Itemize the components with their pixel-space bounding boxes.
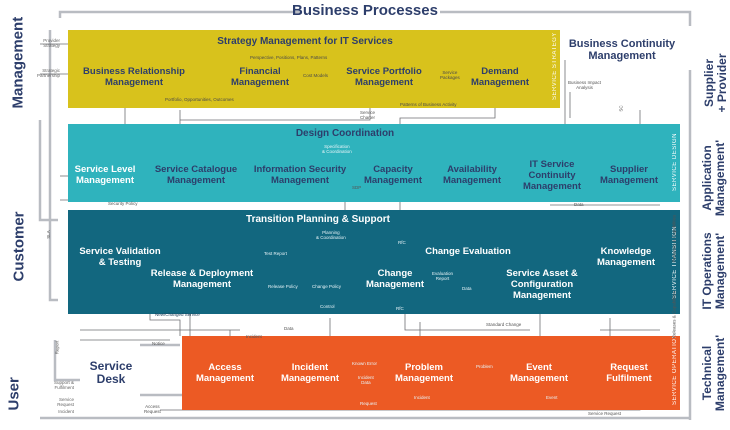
service-design-band: SERVICE DESIGN — [68, 124, 680, 202]
note-notice: Notice — [152, 341, 165, 346]
business-continuity-management: Business Continuity Management — [568, 38, 676, 62]
service-asset-configuration-management-process: Service Asset & Configuration Management — [506, 268, 578, 301]
note-patterns-of-business-activity: Patterns of Business Activity — [400, 102, 457, 107]
note-service-charter: Service Charter — [360, 110, 376, 120]
note-evaluation-report: Evaluation Report — [432, 271, 454, 281]
technical-management-label: Technical Management' — [700, 334, 727, 412]
customer-label: Customer — [10, 211, 28, 282]
note-portfolio-opportunities: Portfolio, Opportunities, Outcomes — [165, 97, 234, 102]
note-incident-op: Incident — [414, 395, 430, 400]
note-service-request-op: Service Request — [588, 411, 622, 416]
service-catalogue-management-process: Service Catalogue Management — [154, 164, 238, 186]
demand-management-process: Demand Management — [470, 66, 530, 88]
note-new-changed-service: New/Changed Service — [155, 312, 200, 317]
note-incident-bottom: Incident — [246, 334, 262, 339]
strategy-management-process: Strategy Management for IT Services — [217, 36, 393, 47]
note-data-right: Data — [574, 202, 584, 207]
note-control: Control — [320, 304, 335, 309]
note-provider-strategy: Provider Strategy — [43, 38, 60, 48]
note-releases-capabilities-top: Releases & Capabilities — [671, 214, 677, 263]
it-service-continuity-management-process: IT Service Continuity Management — [522, 159, 582, 192]
note-access-request: Access Request — [144, 404, 161, 414]
service-operation-band-label: SERVICE OPERATION — [672, 333, 678, 405]
availability-management-process: Availability Management — [442, 164, 502, 186]
note-sla: SLA — [45, 230, 51, 239]
note-request: Request — [360, 401, 377, 406]
service-portfolio-management-process: Service Portfolio Management — [346, 66, 422, 88]
note-sdp: SDP — [352, 185, 362, 190]
management-label: Management — [9, 16, 27, 109]
note-sc: SC — [618, 105, 624, 112]
service-operation-band: SERVICE OPERATION — [182, 333, 680, 410]
business-processes-title: Business Processes — [292, 2, 438, 19]
note-event: Event — [546, 395, 558, 400]
note-release-policy: Release Policy — [268, 284, 298, 289]
business-relationship-management-process: Business Relationship Management — [83, 66, 185, 88]
note-security-policy: Security Policy — [108, 201, 138, 206]
release-deployment-management-process: Release & Deployment Management — [150, 268, 254, 290]
note-strategic-partnership: Strategic Partnership — [36, 68, 60, 78]
design-coordination-process: Design Coordination — [295, 128, 395, 139]
access-management-process: Access Management — [195, 362, 255, 384]
service-transition-band: SERVICE TRANSITION — [68, 210, 680, 314]
note-incident-left: Incident — [58, 409, 74, 414]
request-fulfilment-process: Request Fulfilment — [606, 362, 652, 384]
note-cost-models: Cost Models — [303, 73, 329, 78]
note-planning-coordination: Planning & Coordination — [316, 230, 346, 240]
application-management-label: Application Management' — [700, 139, 727, 217]
financial-management-process: Financial Management — [230, 66, 290, 88]
supplier-management-process: Supplier Management — [599, 164, 659, 186]
note-service-packages: Service Packages — [440, 70, 460, 80]
note-standard-change: Standard Change — [486, 322, 522, 327]
knowledge-management-process: Knowledge Management — [596, 246, 656, 268]
service-level-management-process: Service Level Management — [74, 164, 136, 186]
problem-management-process: Problem Management — [394, 362, 454, 384]
change-evaluation-process: Change Evaluation — [425, 246, 511, 257]
note-perspective: Perspective, Positions, Plans, Patterns — [250, 55, 328, 60]
incident-management-process: Incident Management — [280, 362, 340, 384]
note-rfc-top: RfC — [398, 240, 406, 245]
it-operations-management-label: IT Operations Management' — [700, 232, 727, 310]
note-problem: Problem — [476, 364, 493, 369]
service-strategy-band-label: SERVICE STRATEGY — [552, 32, 558, 100]
service-desk: Service Desk — [89, 359, 133, 386]
note-change-policy: Change Policy — [312, 284, 342, 289]
service-strategy-band: SERVICE STRATEGY — [68, 30, 560, 108]
note-releases-capabilities-bottom: Releases & Capabilities — [671, 290, 677, 339]
note-test-report: Test Report — [264, 251, 288, 256]
information-security-management-process: Information Security Management — [253, 164, 347, 186]
note-data-transition: Data — [462, 286, 472, 291]
event-management-process: Event Management — [509, 362, 569, 384]
supplier-provider-label: Supplier + Provider — [702, 53, 729, 113]
note-report: Report — [54, 340, 60, 355]
transition-planning-support-process: Transition Planning & Support — [246, 214, 390, 225]
note-known-error: Known Error — [352, 361, 378, 366]
change-management-process: Change Management — [365, 268, 425, 290]
service-validation-testing-process: Service Validation & Testing — [79, 246, 161, 268]
capacity-management-process: Capacity Management — [363, 164, 423, 186]
note-service-request-left: Service Request — [57, 397, 74, 407]
note-business-impact-analysis: Business Impact Analysis — [568, 80, 602, 90]
note-incident-data: Incident Data — [358, 375, 374, 385]
service-design-band-label: SERVICE DESIGN — [672, 133, 678, 191]
note-specification-coordination: Specification & Coordination — [322, 144, 352, 154]
user-label: User — [5, 377, 23, 411]
note-rfc-bottom: RfC — [396, 306, 404, 311]
note-data-bottom: Data — [284, 326, 294, 331]
note-support-fulfilment: Support & Fulfilment — [53, 380, 74, 390]
